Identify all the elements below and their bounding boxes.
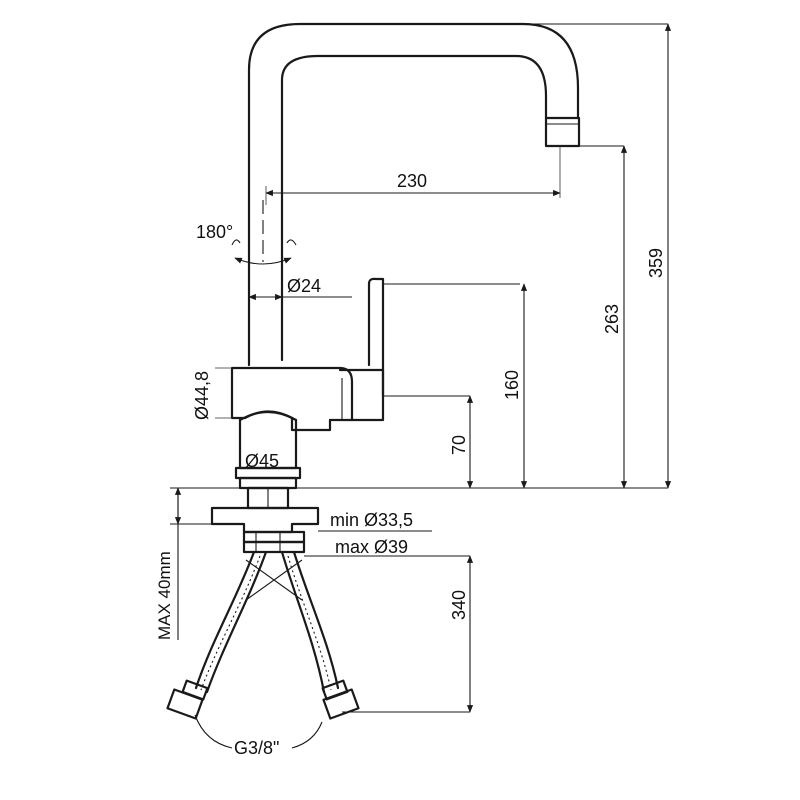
spout <box>247 22 581 367</box>
dimension-340 <box>304 555 474 713</box>
lever-handle <box>367 277 520 398</box>
total-height-label: 359 <box>646 248 666 278</box>
rotation-indicator <box>231 200 297 265</box>
dimension-359 <box>523 23 672 489</box>
rotation-label: 180° <box>196 222 233 242</box>
aerator <box>544 116 581 148</box>
base-diameter-label: Ø45 <box>245 451 279 471</box>
worktop-max-label: MAX 40mm <box>155 551 174 640</box>
dimension-263 <box>579 145 628 489</box>
worktop-mounting <box>170 486 668 554</box>
hole-max-label: max Ø39 <box>335 537 408 557</box>
body-diameter-label: Ø44,8 <box>192 371 212 420</box>
dimension-reach <box>265 146 561 205</box>
body-height-label: 70 <box>449 435 469 455</box>
lever-height-label: 160 <box>502 370 522 400</box>
hole-min-label: min Ø33,5 <box>330 510 413 530</box>
hose-length-label: 340 <box>449 590 469 620</box>
reach-label: 230 <box>397 171 427 191</box>
supply-hoses <box>166 550 360 720</box>
spout-diameter-label: Ø24 <box>287 276 321 296</box>
mixer-body <box>230 366 385 490</box>
outlet-height-label: 263 <box>602 304 622 334</box>
dimension-70 <box>383 395 474 489</box>
connection-label: G3/8" <box>234 738 279 758</box>
